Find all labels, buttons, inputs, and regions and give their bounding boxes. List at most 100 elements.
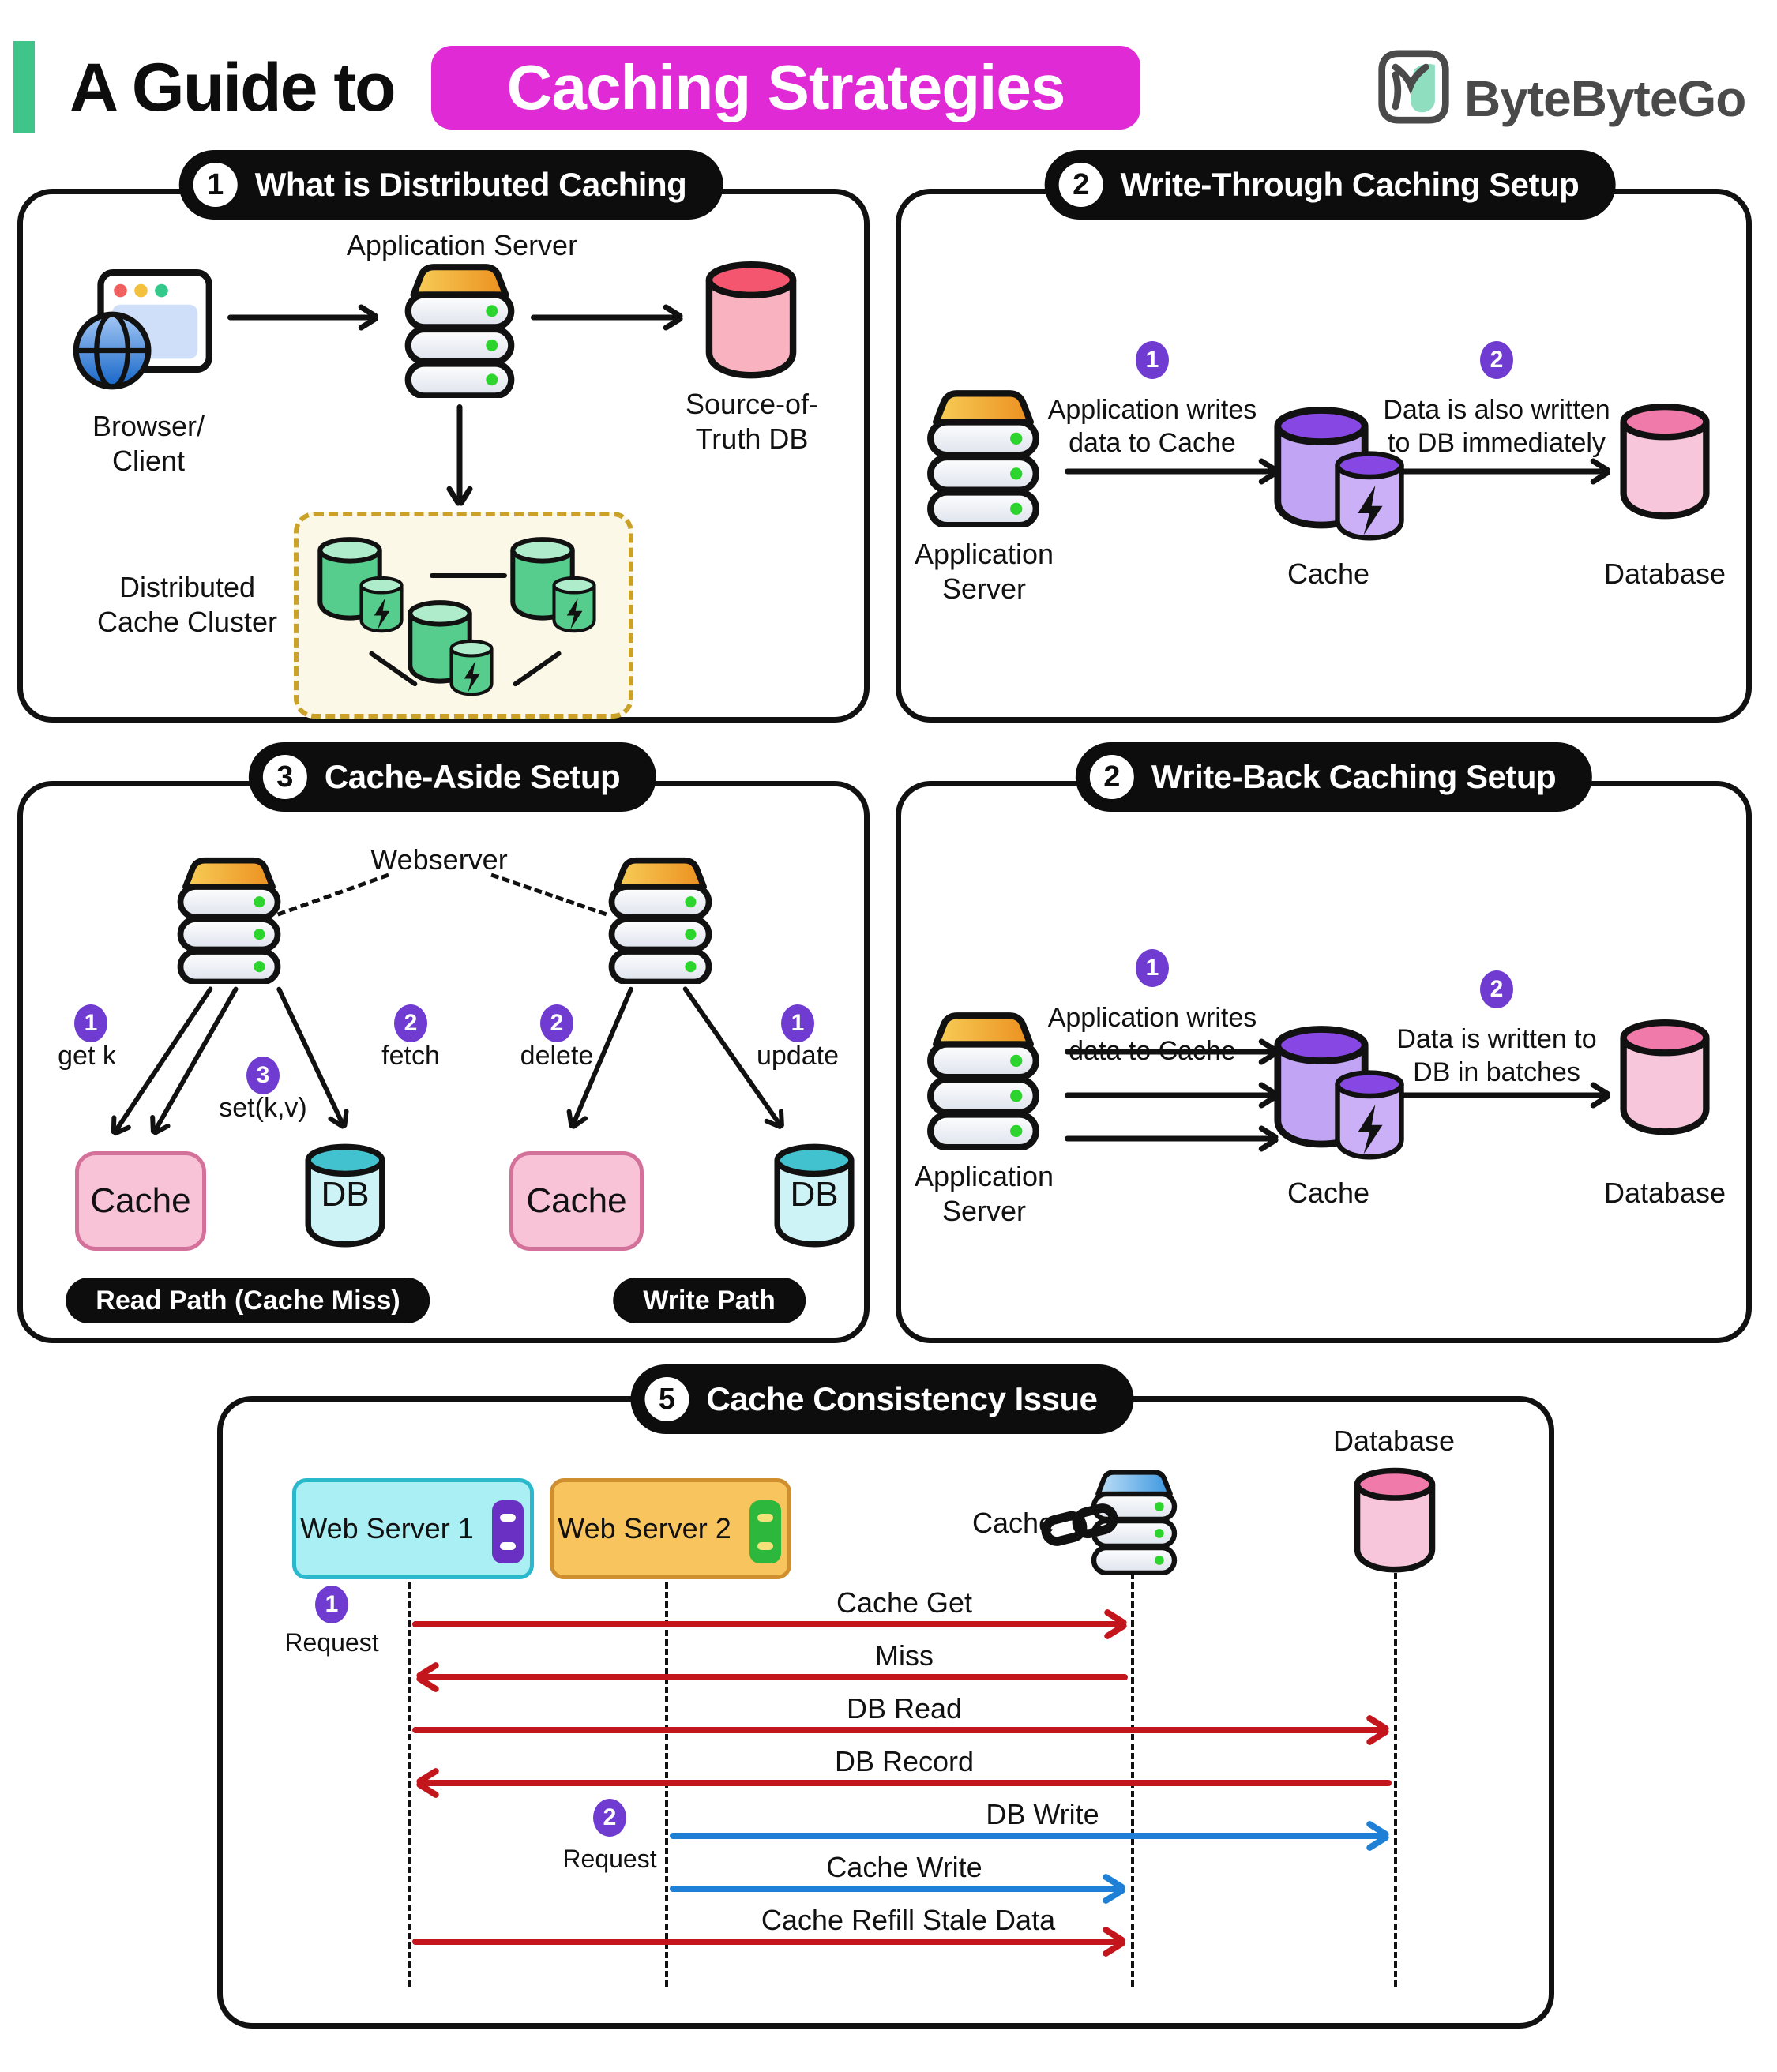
get-k-label: get k <box>58 1041 116 1071</box>
cache-bolt-cylinder-icon <box>359 572 404 636</box>
msg-cache-write: Cache Write <box>826 1851 982 1883</box>
read-step3-badge: 3 <box>246 1057 280 1094</box>
cluster-link-top <box>430 573 507 578</box>
webserver-icon-right <box>599 854 722 984</box>
cache-bolt-cylinder-icon <box>1333 1068 1406 1161</box>
arrow-wb-3 <box>1065 1124 1279 1153</box>
msg-db-read: DB Read <box>846 1692 963 1725</box>
database-label: Database <box>1603 557 1726 590</box>
brand-name: ByteByteGo <box>1464 70 1746 127</box>
arrow-cache-to-db <box>1399 457 1611 486</box>
update-label: update <box>757 1041 839 1071</box>
db-cylinder-write <box>768 1142 861 1248</box>
panel4-number: 2 <box>1089 755 1134 799</box>
panel4-title: Write-Back Caching Setup <box>1151 758 1557 795</box>
cache-bolt-cylinder-icon <box>1333 449 1406 542</box>
cache-bolt-cylinder-icon <box>449 635 494 700</box>
arrow-wb-2 <box>1065 1081 1279 1109</box>
panel2-title: Write-Through Caching Setup <box>1120 166 1580 203</box>
cache-box-write: Cache <box>509 1151 644 1251</box>
panel1-title: What is Distributed Caching <box>254 166 687 203</box>
panel1-title-pill: 1 What is Distributed Caching <box>178 150 723 220</box>
panel5-number: 5 <box>644 1377 689 1421</box>
cache-label: Cache <box>971 1507 1055 1539</box>
database-label: Database <box>1332 1424 1456 1457</box>
app-server-icon <box>395 261 524 398</box>
set-kv-label: set(k,v) <box>219 1093 307 1123</box>
bytebytego-logo <box>1376 49 1452 125</box>
arrow-server-to-cluster <box>445 404 474 507</box>
msg-db-write: DB Write <box>986 1798 1099 1830</box>
write-step1-badge: 2 <box>540 1004 573 1042</box>
web-server-1-box: Web Server 1 <box>292 1478 534 1579</box>
cache-label: Cache <box>1287 557 1370 590</box>
step2-text: Data is written to DB in batches <box>1396 1024 1597 1087</box>
server-glyph-icon <box>490 1498 526 1563</box>
panel5-title-pill: 5 Cache Consistency Issue <box>630 1364 1134 1434</box>
cluster-label: Distributed Cache Cluster <box>96 571 278 638</box>
step1-text: Application writes data to Cache <box>1047 1003 1257 1066</box>
panel1-number: 1 <box>193 163 238 207</box>
webserver-label: Webserver <box>370 843 508 876</box>
seq-cache-get <box>412 1608 1129 1641</box>
step1-badge: 1 <box>1136 949 1169 987</box>
db-cylinder-read <box>299 1142 392 1248</box>
app-server-label: Application Server <box>346 229 578 261</box>
lifeline-ws1 <box>408 1573 411 1987</box>
database-cylinder-icon <box>1613 401 1717 520</box>
arrow-browser-to-server <box>227 303 379 332</box>
arrow-app-to-cache <box>1065 457 1279 486</box>
cache-label: Cache <box>1287 1177 1370 1209</box>
browser-window-icon <box>70 267 213 393</box>
msg-db-record: DB Record <box>834 1745 975 1777</box>
db-text-read: DB <box>321 1175 370 1214</box>
delete-label: delete <box>520 1041 594 1071</box>
page-title: A Guide to <box>70 50 396 126</box>
chain-link-icon <box>1035 1490 1125 1560</box>
seq-db-record <box>415 1766 1392 1800</box>
cache-node-icon <box>406 599 474 684</box>
seq-cache-write <box>670 1872 1127 1905</box>
lifeline-database <box>1394 1573 1397 1987</box>
cache-server-icon <box>1084 1467 1185 1575</box>
request1-label: Request <box>284 1628 379 1657</box>
seq-db-read <box>412 1714 1391 1747</box>
seq-miss <box>415 1661 1128 1694</box>
page-title-highlight: Caching Strategies <box>431 46 1140 130</box>
step2-badge: 2 <box>1480 341 1513 379</box>
web-server-2-label: Web Server 2 <box>558 1512 731 1545</box>
request1-badge: 1 <box>315 1586 348 1623</box>
app-server-icon <box>916 387 1050 527</box>
panel3-number: 3 <box>262 755 307 799</box>
arrow-server-to-db <box>531 303 684 332</box>
read-step2-badge: 2 <box>394 1004 427 1042</box>
header-accent-bar <box>13 41 35 133</box>
panel3-title: Cache-Aside Setup <box>324 758 621 795</box>
source-of-truth-db-icon <box>700 259 802 379</box>
write-path-pill: Write Path <box>613 1278 806 1323</box>
seq-cache-refill <box>412 1925 1127 1958</box>
fetch-label: fetch <box>381 1041 440 1071</box>
step2-text: Data is also written to DB immediately <box>1383 395 1610 458</box>
source-of-truth-db-label: Source-of- Truth DB <box>685 388 819 455</box>
panel2-title-pill: 2 Write-Through Caching Setup <box>1044 150 1616 220</box>
app-server-label: Application Server <box>914 538 1054 605</box>
arrow-cache-to-db <box>1399 1081 1611 1109</box>
db-text-write: DB <box>790 1175 839 1214</box>
cache-bolt-cylinder-icon <box>551 572 597 636</box>
read-path-pill: Read Path (Cache Miss) <box>66 1278 430 1323</box>
server-glyph-icon <box>747 1498 783 1563</box>
cache-box-read: Cache <box>75 1151 206 1251</box>
page-title-highlight-text: Caching Strategies <box>506 52 1066 122</box>
write-step2-badge: 1 <box>781 1004 814 1042</box>
panel2-number: 2 <box>1058 163 1103 207</box>
webserver-icon-left <box>167 854 291 984</box>
arrow-wb-1 <box>1065 1038 1279 1066</box>
panel5-title: Cache Consistency Issue <box>706 1380 1098 1417</box>
panel4-title-pill: 2 Write-Back Caching Setup <box>1075 742 1593 812</box>
app-server-icon <box>916 1009 1050 1150</box>
msg-cache-get: Cache Get <box>836 1586 973 1619</box>
database-label: Database <box>1603 1177 1726 1209</box>
database-cylinder-icon <box>1343 1466 1447 1573</box>
